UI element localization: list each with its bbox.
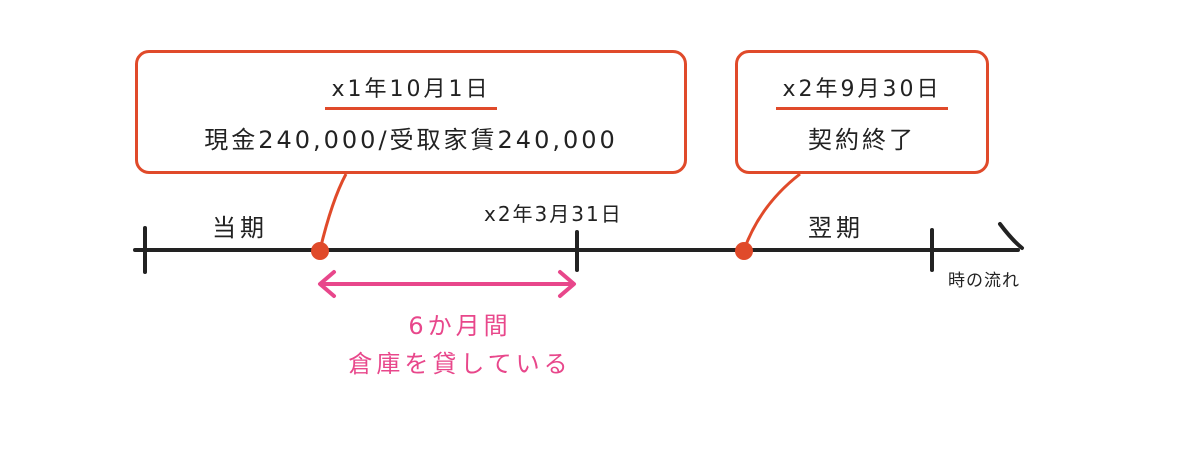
callout-end-date: x2年9月30日 bbox=[776, 71, 948, 110]
callout-end: x2年9月30日 契約終了 bbox=[735, 50, 989, 174]
period-duration-text: 6か月間 bbox=[408, 312, 512, 340]
callout1-connector bbox=[318, 173, 348, 251]
callout-start-entry: 現金240,000/受取家賃240,000 bbox=[204, 126, 618, 154]
period-arrow-left-head bbox=[318, 270, 336, 298]
marker-start-date bbox=[311, 242, 329, 260]
callout-end-text: 契約終了 bbox=[808, 126, 916, 154]
fiscal-year-end-label: x2年3月31日 bbox=[484, 202, 623, 226]
callout-start-date: x1年10月1日 bbox=[325, 71, 497, 110]
callout-start: x1年10月1日 現金240,000/受取家賃240,000 bbox=[135, 50, 687, 174]
next-period-label: 翌期 bbox=[808, 214, 864, 242]
time-flow-label: 時の流れ bbox=[948, 271, 1020, 291]
period-description-text: 倉庫を貸している bbox=[348, 350, 572, 378]
current-period-label: 当期 bbox=[212, 214, 268, 242]
marker-end-date bbox=[735, 242, 753, 260]
period-arrow-right-head bbox=[558, 270, 576, 298]
timeline-arrowhead bbox=[998, 222, 1024, 250]
callout2-connector bbox=[742, 172, 801, 251]
